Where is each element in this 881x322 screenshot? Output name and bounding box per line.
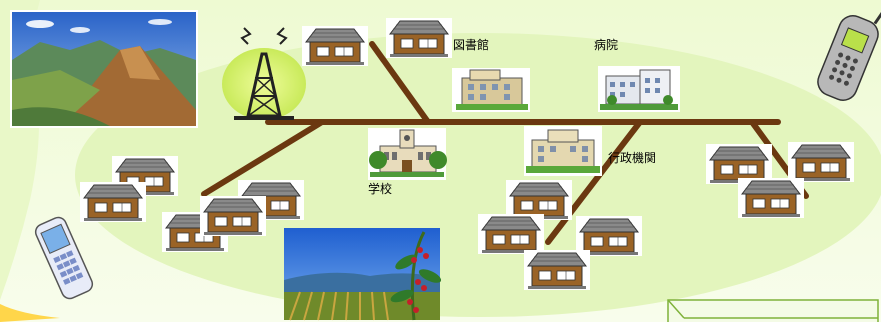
house-icon xyxy=(79,181,147,223)
house-icon xyxy=(477,213,545,255)
mobile-phone-icon xyxy=(34,216,94,300)
library-building-icon xyxy=(452,68,530,112)
house-icon xyxy=(523,249,591,291)
house-icon xyxy=(787,141,855,183)
info-box xyxy=(667,299,879,322)
house-icon xyxy=(199,195,267,237)
bottom-corner-accent xyxy=(0,304,60,322)
school-building-icon xyxy=(368,128,447,180)
hospital-building-icon xyxy=(598,66,680,112)
house-icon xyxy=(737,177,805,219)
radio-tower-icon xyxy=(222,27,306,120)
coffee-farm-image xyxy=(284,228,442,321)
mobile-phone-icon xyxy=(817,7,881,101)
hospital-label: 病院 xyxy=(594,38,619,52)
network-lines xyxy=(201,41,809,245)
house-icon xyxy=(385,17,453,59)
library-label: 図書館 xyxy=(453,38,490,52)
school-label: 学校 xyxy=(368,182,393,196)
mountain-landscape-icon xyxy=(10,10,198,128)
government-label: 行政機関 xyxy=(608,151,657,165)
government-building-icon xyxy=(524,126,602,176)
house-icon xyxy=(301,25,369,67)
